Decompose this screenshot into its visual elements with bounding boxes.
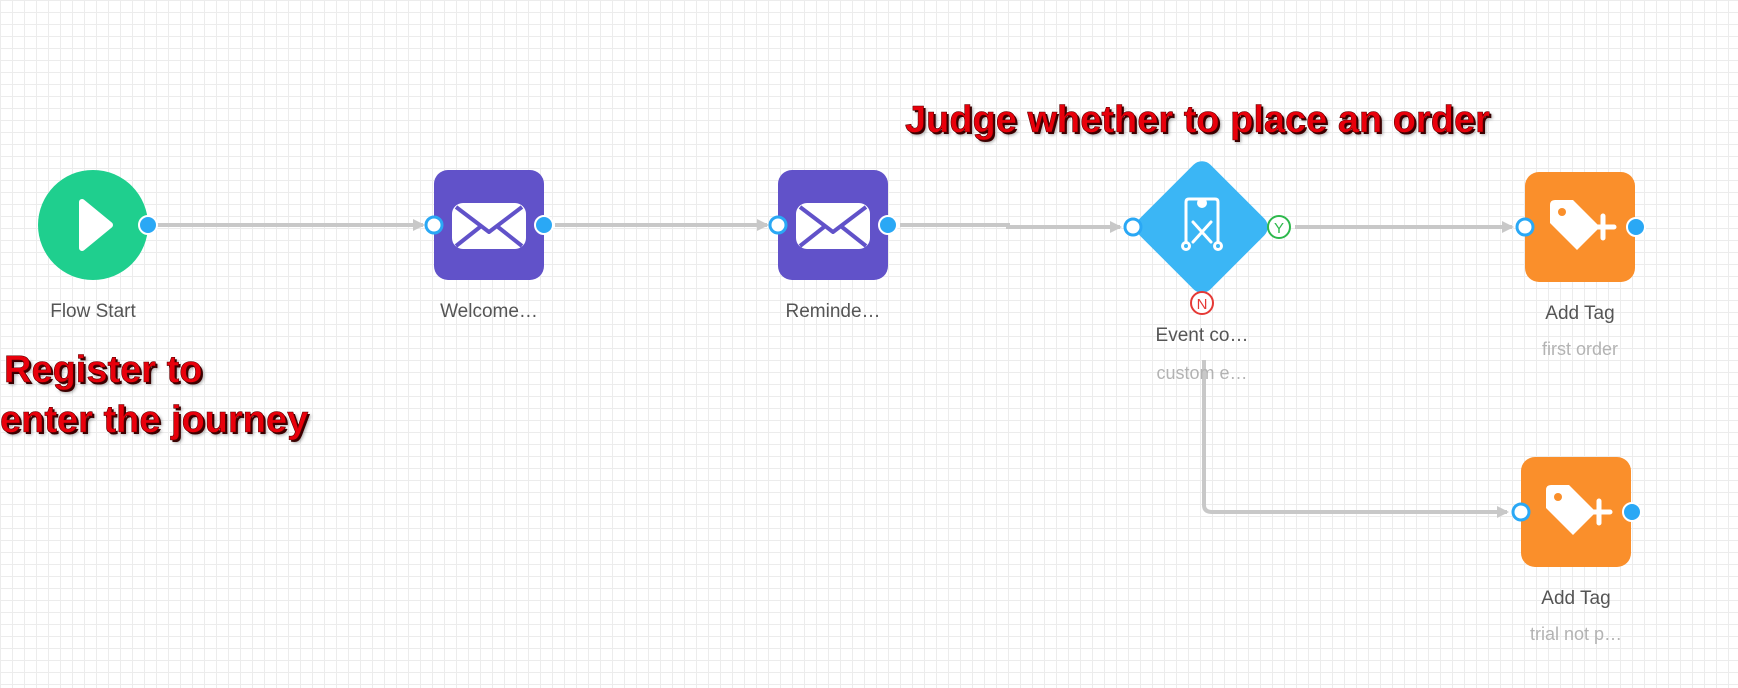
tag-plus-icon xyxy=(1550,200,1617,250)
envelope-icon xyxy=(796,203,870,249)
start-output-port[interactable] xyxy=(138,215,158,235)
svg-text:Y: Y xyxy=(1274,220,1284,237)
branch-yes-port[interactable]: Y xyxy=(1267,215,1291,239)
svg-text:N: N xyxy=(1197,296,1208,313)
welcome-label: Welcome… xyxy=(440,301,538,322)
flow-start-label: Flow Start xyxy=(50,301,136,322)
node-add-tag-first-order[interactable] xyxy=(1525,172,1635,282)
welcome-input-port[interactable] xyxy=(424,215,444,235)
tag-first-input-port[interactable] xyxy=(1515,217,1535,237)
tag-first-output-port[interactable] xyxy=(1626,217,1646,237)
annotation-register-line2: enter the journey xyxy=(0,399,309,442)
tag-trial-input-port[interactable] xyxy=(1511,502,1531,522)
tag-first-label: Add Tag xyxy=(1545,303,1615,324)
welcome-output-port[interactable] xyxy=(534,215,554,235)
reminder-input-port[interactable] xyxy=(768,215,788,235)
event-label: Event co… xyxy=(1155,325,1249,346)
connector-event-no-to-tag[interactable] xyxy=(1202,360,1509,518)
node-event-condition[interactable] xyxy=(1131,156,1272,297)
annotation-register-line1: Register to xyxy=(4,349,203,392)
node-add-tag-trial[interactable] xyxy=(1521,457,1631,567)
tag-trial-output-port[interactable] xyxy=(1622,502,1642,522)
event-sublabel: custom e… xyxy=(1156,363,1248,383)
event-input-port[interactable] xyxy=(1123,217,1143,237)
branch-no-port[interactable]: N xyxy=(1190,291,1214,315)
reminder-output-port[interactable] xyxy=(878,215,898,235)
connector-reminder-to-event[interactable] xyxy=(900,221,1122,233)
node-flow-start[interactable] xyxy=(38,170,148,280)
annotation-judge-order: Judge whether to place an order xyxy=(905,99,1491,142)
node-welcome-email[interactable] xyxy=(434,170,544,280)
envelope-icon xyxy=(452,203,526,249)
tag-first-sublabel: first order xyxy=(1541,339,1619,359)
tag-trial-label: Add Tag xyxy=(1541,588,1611,609)
tag-plus-icon xyxy=(1546,485,1613,535)
node-reminder-email[interactable] xyxy=(778,170,888,280)
reminder-label: Reminde… xyxy=(785,301,881,322)
tag-trial-sublabel: trial not p… xyxy=(1529,624,1623,644)
play-icon xyxy=(79,199,113,251)
condition-icon xyxy=(1181,197,1223,251)
